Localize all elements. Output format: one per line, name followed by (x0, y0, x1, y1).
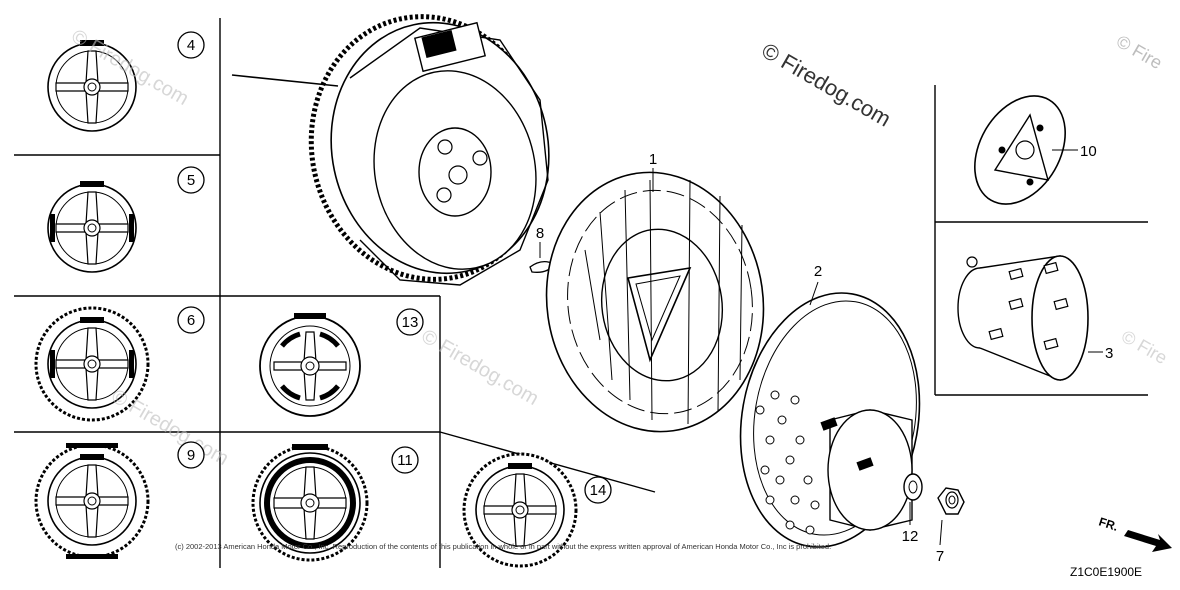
rotor-variant-13 (259, 313, 361, 417)
watermark-main: © Firedog.com (758, 38, 896, 132)
callout-10: 10 (1080, 143, 1097, 160)
callouts-circled (177, 31, 612, 504)
callout-6: 6 (187, 312, 195, 329)
rotor-variant-14 (462, 452, 578, 568)
flange-nut (937, 487, 965, 546)
starter-cup (957, 255, 1103, 382)
callout-3: 3 (1105, 345, 1113, 362)
callout-5: 5 (187, 172, 195, 189)
copyright-notice: (c) 2002-2013 American Honda Motor Co., … (175, 542, 831, 551)
callout-4: 4 (187, 37, 195, 54)
rotor-variant-9 (34, 443, 150, 559)
callout-11: 11 (397, 452, 413, 469)
watermark-faint-right: © Fire (1118, 326, 1171, 368)
washer (903, 473, 923, 525)
callout-14: 14 (590, 482, 607, 499)
cooling-fan (545, 168, 765, 433)
callout-13: 13 (402, 314, 419, 331)
callout-7: 7 (936, 548, 944, 565)
callout-1: 1 (649, 151, 657, 168)
starter-pulley (739, 281, 921, 548)
callout-2: 2 (814, 263, 822, 280)
callout-12: 12 (902, 528, 919, 545)
watermark-faint-mid: © Firedog.com (418, 325, 543, 410)
flywheel (231, 14, 550, 286)
direction-label: FR. (1097, 515, 1120, 534)
rotor-variant-6 (34, 306, 150, 422)
starter-plate (974, 95, 1078, 205)
rotor-variant-5 (47, 180, 137, 273)
rotor-variant-11 (251, 444, 369, 562)
callout-8: 8 (536, 225, 544, 242)
diagram-code: Z1C0E1900E (1070, 565, 1142, 579)
watermark-edge: © Fire (1113, 31, 1166, 73)
front-direction-arrow-icon: FR. (1097, 515, 1172, 552)
callout-9: 9 (187, 447, 195, 464)
